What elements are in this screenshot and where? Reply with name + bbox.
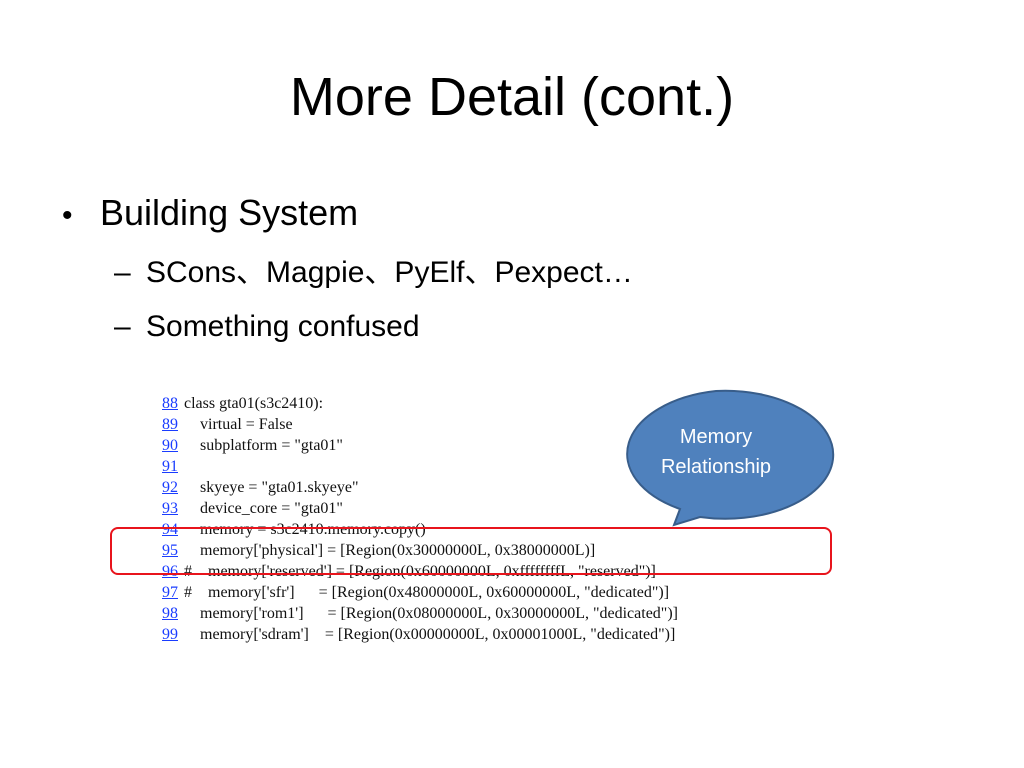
code-line: 88 class gta01(s3c2410): [148, 393, 820, 414]
code-text: memory = s3c2410.memory.copy() [184, 521, 426, 538]
code-text: memory['physical'] = [Region(0x30000000L… [184, 542, 596, 559]
code-line: 99 memory['sdram'] = [Region(0x00000000L… [148, 624, 820, 645]
slide-title: More Detail (cont.) [289, 67, 735, 127]
line-number-link[interactable]: 92 [162, 479, 178, 496]
callout-line: Relationship [660, 456, 772, 478]
code-line: 95 memory['physical'] = [Region(0x300000… [148, 540, 820, 561]
line-number-link[interactable]: 95 [162, 542, 178, 559]
sub-bullet-text: Something confused [146, 310, 420, 343]
bullet-item: • Building System [62, 190, 962, 239]
line-number-link[interactable]: 90 [162, 437, 178, 454]
code-text: # memory['sfr'] = [Region(0x48000000L, 0… [184, 584, 670, 601]
code-screenshot: 88 class gta01(s3c2410): 89 virtual = Fals… [148, 393, 820, 655]
code-line: 89 virtual = False [148, 414, 820, 435]
code-line: 90 subplatform = "gta01" [148, 435, 820, 456]
code-text: subplatform = "gta01" [184, 437, 343, 454]
highlight-box [110, 527, 832, 575]
code-text: virtual = False [184, 416, 293, 433]
sub-bullet-item: – Something confused [114, 307, 962, 347]
line-number-link[interactable]: 97 [162, 584, 178, 601]
bullet-text: Building System [100, 192, 359, 233]
code-text: memory['rom1'] = [Region(0x08000000L, 0x… [184, 605, 678, 622]
callout-text: Memory Relationship [608, 422, 824, 482]
line-number-link[interactable]: 93 [162, 500, 178, 517]
code-line: 97 # memory['sfr'] = [Region(0x48000000L,… [148, 582, 820, 603]
code-line: 91 [148, 456, 820, 477]
bullet-list: • Building System – SCons、Magpie、PyElf、P… [62, 190, 962, 347]
code-text: device_core = "gta01" [184, 500, 343, 517]
code-text: memory['sdram'] = [Region(0x00000000L, 0… [184, 626, 676, 643]
line-number-link[interactable]: 89 [162, 416, 178, 433]
code-line: 92 skyeye = "gta01.skyeye" [148, 477, 820, 498]
code-line: 96 # memory['reserved'] = [Region(0x60000… [148, 561, 820, 582]
sub-bullet-dash: – [114, 310, 131, 343]
line-number-link[interactable]: 88 [162, 395, 178, 412]
sub-bullet-dash: – [114, 256, 131, 289]
code-line: 93 device_core = "gta01" [148, 498, 820, 519]
callout-line: Memory [679, 426, 753, 448]
sub-bullet-item: – SCons、Magpie、PyElf、Pexpect… [114, 253, 962, 293]
code-line: 94 memory = s3c2410.memory.copy() [148, 519, 820, 540]
line-number-link[interactable]: 94 [162, 521, 178, 538]
line-number-link[interactable]: 99 [162, 626, 178, 643]
code-text: skyeye = "gta01.skyeye" [184, 479, 359, 496]
line-number-link[interactable]: 91 [162, 458, 178, 475]
bullet-marker: • [62, 199, 73, 232]
sub-bullet-text: SCons、Magpie、PyElf、Pexpect… [146, 256, 633, 289]
line-number-link[interactable]: 96 [162, 563, 178, 580]
line-number-link[interactable]: 98 [162, 605, 178, 622]
code-line: 98 memory['rom1'] = [Region(0x08000000L,… [148, 603, 820, 624]
code-text: # memory['reserved'] = [Region(0x6000000… [184, 563, 656, 580]
code-text: class gta01(s3c2410): [184, 395, 324, 412]
